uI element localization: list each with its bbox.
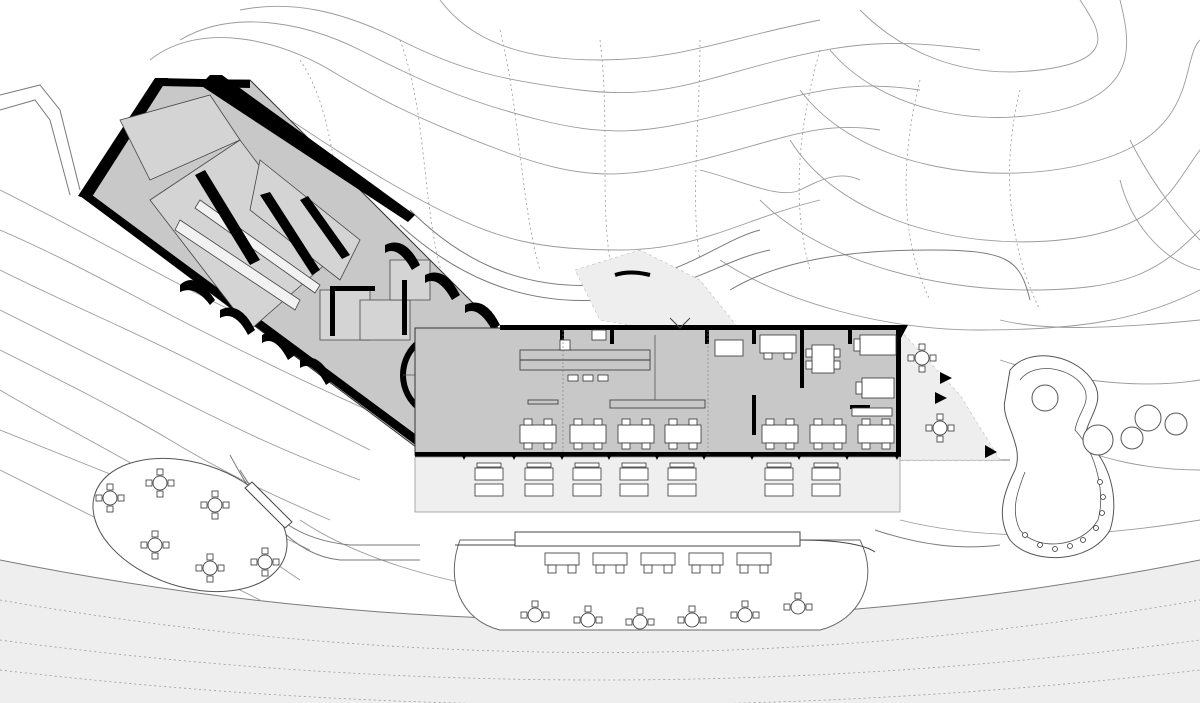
angled-service-wing xyxy=(78,75,501,452)
lower-outdoor-seating xyxy=(453,531,876,631)
table-set xyxy=(759,334,797,360)
table-set xyxy=(519,418,557,450)
table-set xyxy=(853,334,897,356)
entrance-forecourt xyxy=(574,249,741,331)
terrace-table xyxy=(667,462,697,497)
terrace-tables xyxy=(474,462,841,497)
circular-plaza xyxy=(1001,355,1188,559)
table-set xyxy=(664,418,702,450)
table-set xyxy=(857,418,895,450)
front-terrace xyxy=(414,452,901,513)
contour-lines xyxy=(0,0,1200,601)
round-tables xyxy=(520,343,955,630)
terrace-table xyxy=(572,462,602,497)
table-set xyxy=(569,418,607,450)
entrance-arrows xyxy=(614,270,997,458)
table-set xyxy=(851,407,893,417)
terrace-table xyxy=(524,462,554,497)
table-set xyxy=(617,418,655,450)
terrace-table xyxy=(474,462,504,497)
table-set xyxy=(761,418,799,450)
garden-bench xyxy=(244,481,293,529)
terrace-table xyxy=(619,462,649,497)
outdoor-seating-oval xyxy=(92,457,288,593)
dining-tables xyxy=(519,334,897,450)
terrace-table xyxy=(764,462,794,497)
east-terrace xyxy=(899,329,1001,461)
table-set xyxy=(855,377,895,399)
table-set xyxy=(805,344,841,374)
terrace-table xyxy=(811,462,841,497)
table-set xyxy=(809,418,847,450)
